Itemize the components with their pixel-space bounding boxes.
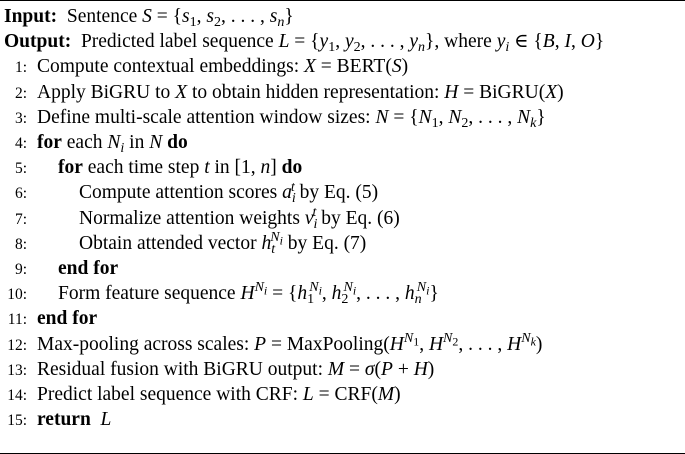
step-number: 8: bbox=[14, 235, 27, 253]
step-formula: H = BiGRU(X) bbox=[444, 81, 564, 103]
step-formula: M = σ(P + H) bbox=[327, 358, 435, 380]
step-var: t bbox=[204, 157, 210, 179]
step-number: 2: bbox=[14, 84, 27, 102]
step-text: Obtain attended vector bbox=[79, 232, 257, 254]
step-text: Predict label sequence with CRF: bbox=[37, 384, 299, 405]
step-var: X bbox=[175, 81, 188, 103]
step-text: Define multi-scale attention window size… bbox=[37, 106, 371, 128]
step-number: 14: bbox=[7, 387, 27, 404]
step-text: Apply BiGRU to bbox=[37, 81, 171, 103]
keyword: end for bbox=[58, 258, 119, 279]
step-text: Max-pooling across scales: bbox=[37, 333, 250, 355]
input-formula: S = {s1, s2, . . . , sn} bbox=[142, 6, 294, 30]
step-formula: L = CRF(M) bbox=[302, 384, 401, 405]
step-text: each bbox=[66, 132, 103, 153]
step-formula: HNi = {h1Ni, h2Ni, . . . , hnNi} bbox=[240, 279, 439, 308]
step-text: Residual fusion with BiGRU output: bbox=[37, 358, 324, 380]
step-number: 4: bbox=[14, 135, 27, 152]
output-formula: L = {y1, y2, . . . , yn} bbox=[278, 31, 435, 56]
step-text: in bbox=[129, 132, 145, 153]
step-number: 11: bbox=[7, 311, 27, 329]
step-text: by Eq. (7) bbox=[287, 232, 367, 254]
keyword: do bbox=[167, 132, 188, 153]
keyword: end for bbox=[37, 308, 98, 330]
output-label-set: yi ∈ {B, I, O} bbox=[496, 31, 605, 56]
step-formula: P = MaxPooling(HN1, HN2, . . . , HNk) bbox=[254, 329, 543, 355]
step-number: 1: bbox=[14, 59, 27, 77]
step-number: 7: bbox=[14, 210, 27, 228]
step-var: vit bbox=[304, 203, 318, 232]
step-var: htNi bbox=[261, 229, 283, 257]
step-text: each time step bbox=[87, 157, 200, 179]
step-formula: [1, n] bbox=[234, 157, 277, 179]
step-number: 10: bbox=[7, 286, 27, 304]
keyword: do bbox=[281, 157, 303, 179]
step-text: Form feature sequence bbox=[58, 283, 236, 305]
step-var: ait bbox=[282, 178, 296, 207]
step-var: Ni bbox=[107, 132, 125, 156]
keyword: for bbox=[58, 157, 83, 179]
step-number: 12: bbox=[7, 336, 27, 354]
keyword: return bbox=[37, 409, 91, 431]
step-number: 6: bbox=[14, 185, 27, 203]
output-text: Predicted label sequence bbox=[80, 31, 274, 53]
step-text: in bbox=[214, 157, 230, 179]
step-text: Normalize attention weights bbox=[79, 207, 300, 229]
input-text: Sentence bbox=[66, 6, 138, 27]
input-label: Input: bbox=[4, 6, 58, 27]
step-number: 3: bbox=[14, 109, 27, 127]
step-number: 9: bbox=[14, 261, 27, 278]
step-text: by Eq. (5) bbox=[299, 182, 379, 204]
step-var: N bbox=[149, 132, 163, 153]
keyword: for bbox=[37, 132, 62, 153]
output-where: , where bbox=[434, 31, 492, 53]
step-text: by Eq. (6) bbox=[321, 207, 400, 229]
step-text: Compute attention scores bbox=[79, 182, 278, 204]
step-text: Compute contextual embeddings: bbox=[37, 56, 300, 78]
step-formula: N = {N1, N2, . . . , Nk} bbox=[375, 106, 546, 131]
step-number: 5: bbox=[14, 160, 27, 178]
step-text: to obtain hidden representation: bbox=[191, 81, 440, 103]
output-label: Output: bbox=[4, 31, 72, 53]
step-var: L bbox=[100, 409, 112, 431]
step-number: 13: bbox=[7, 361, 27, 379]
step-number: 15: bbox=[7, 412, 27, 430]
step-formula: X = BERT(S) bbox=[304, 56, 409, 78]
